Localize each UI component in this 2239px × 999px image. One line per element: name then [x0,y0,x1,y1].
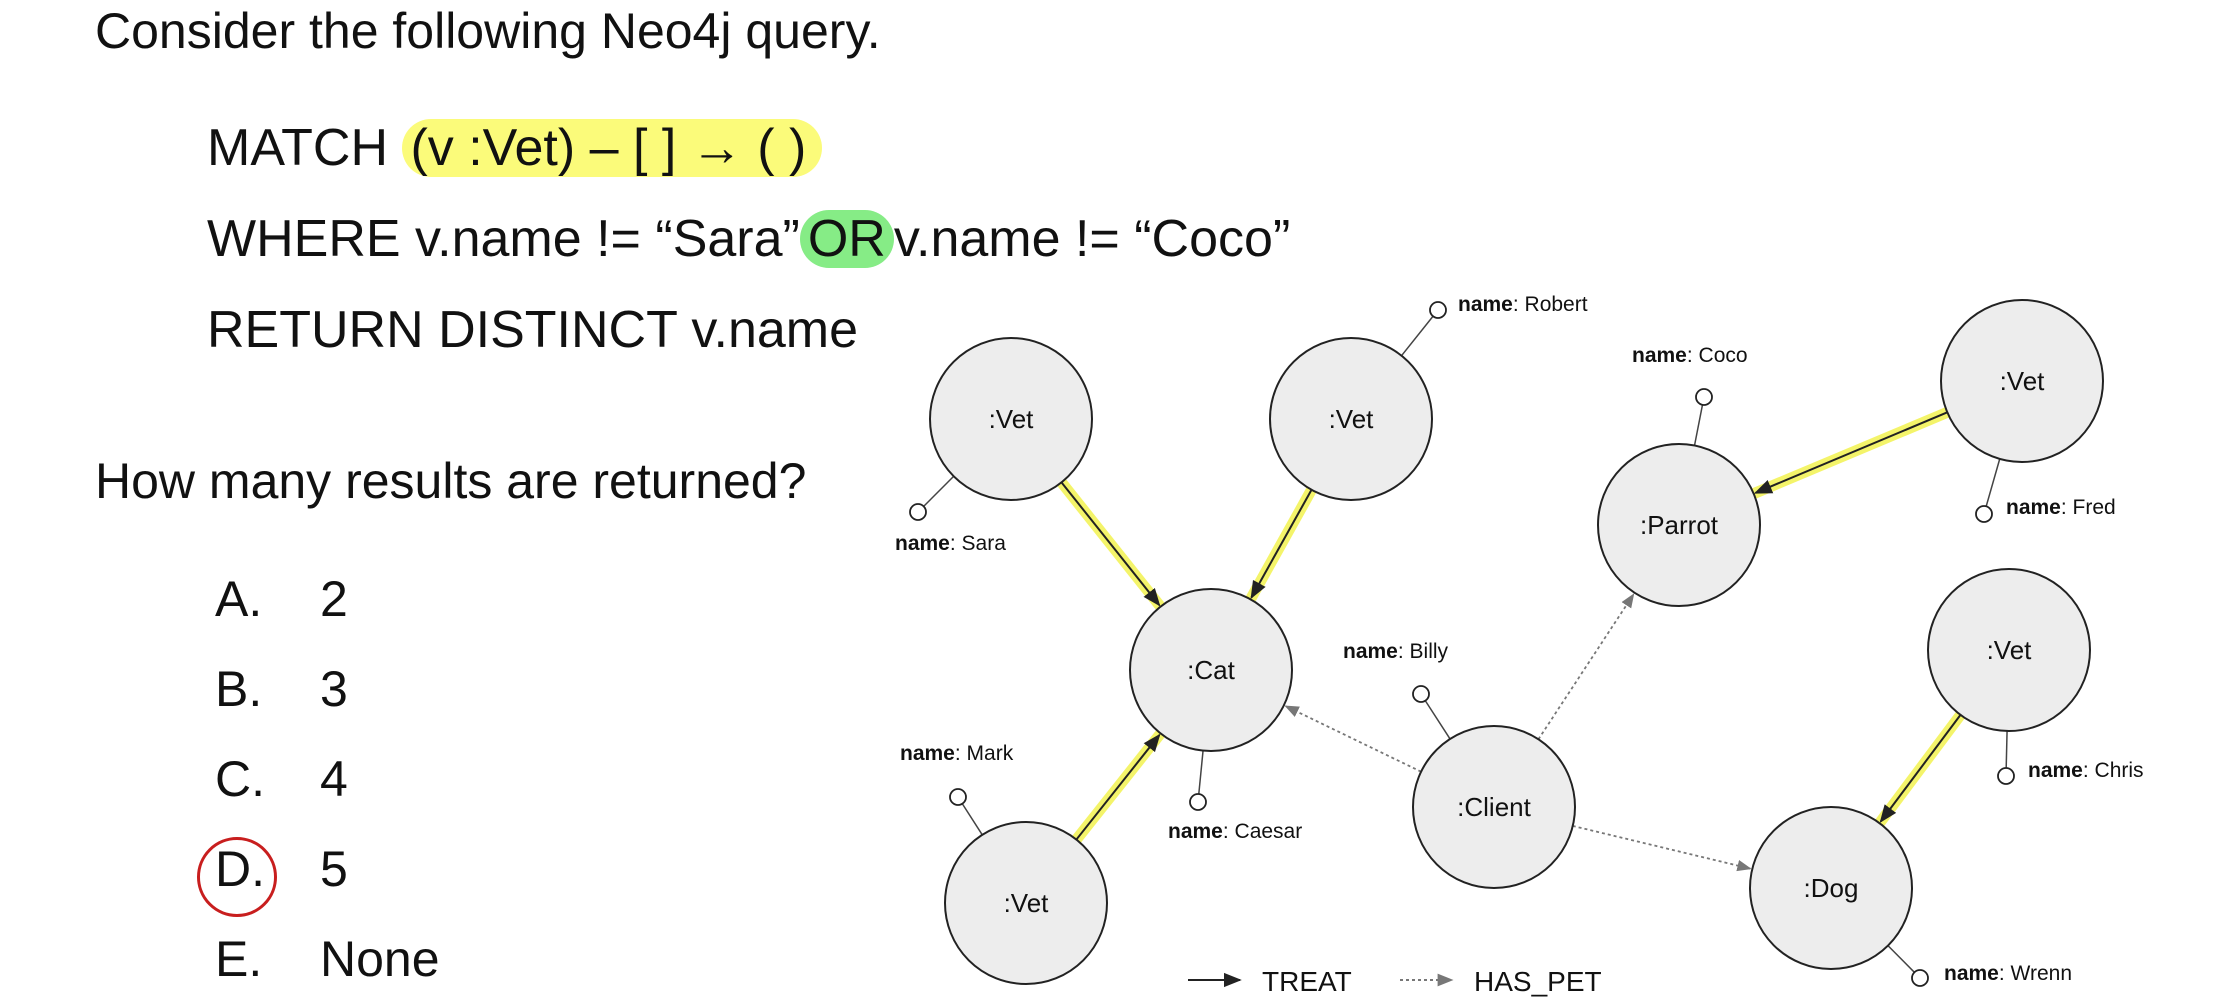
property-connector [961,803,983,836]
property-dot [1975,505,1993,523]
query-line-3: RETURN DISTINCT v.name [207,301,859,359]
option-value: 2 [320,571,348,627]
option-letter: E. [215,931,263,987]
node-label: :Client [1457,792,1531,822]
node-dog [1749,806,1913,970]
legend-treat-label: TREAT [1262,966,1352,997]
query-match-pattern: (v :Vet) – [ ] → ( ) [402,119,823,177]
property-label: name: Coco [1632,344,1748,367]
edge-vet3-cat [1075,733,1161,841]
node-cat [1129,588,1293,752]
property-value: : Fred [2061,496,2116,519]
property-key: name [1168,820,1223,843]
property-dot [1911,969,1929,987]
node-vet3 [944,821,1108,985]
option-value: 3 [320,661,348,717]
property-key: name [1343,640,1398,663]
node-vet5 [1927,568,2091,732]
option-value: 5 [320,841,348,897]
property-key: name [1458,293,1513,316]
edge-vet1-cat [1060,481,1161,607]
property-value: : Billy [1398,640,1449,663]
query-or-operator: OR [799,210,894,268]
property-connector [1424,700,1451,740]
property-connector [1198,750,1204,795]
node-label: :Parrot [1640,510,1719,540]
property-key: name [2006,496,2061,519]
node-vet4 [1940,299,2104,463]
property-dot [1997,767,2015,785]
property-dot [1429,301,1447,319]
property-label: name: Billy [1343,640,1449,663]
property-key: name [900,742,955,765]
selected-answer-circle [197,837,277,917]
property-connector [1985,458,2001,507]
property-connector [2005,730,2008,769]
option-value: 4 [320,751,348,807]
question-intro: Consider the following Neo4j query. [95,3,881,59]
option-letter: A. [215,571,263,627]
node-label: :Vet [1004,888,1050,918]
edge-client-parrot [1537,593,1635,740]
property-key: name [895,532,950,555]
option-letter: B. [215,661,263,717]
node-label: :Vet [2000,366,2046,396]
property-label: name: Chris [2028,759,2144,782]
property-dot [909,503,927,521]
property-label: name: Fred [2006,496,2116,519]
property-connector [1887,945,1915,973]
property-dot [949,788,967,806]
option-value: None [320,931,440,987]
property-connector [1693,404,1704,446]
property-value: : Chris [2083,759,2144,782]
property-label: name: Sara [895,532,1006,555]
property-value: : Sara [950,532,1006,555]
property-value: : Coco [1687,344,1748,367]
property-key: name [2028,759,2083,782]
node-vet1 [929,337,1093,501]
node-vet2 [1269,337,1433,501]
edge-vet4-parrot [1753,411,1948,494]
edge-vet2-cat [1250,489,1313,600]
property-label: name: Robert [1458,293,1588,316]
query-match-keyword: MATCH [207,119,389,177]
property-key: name [1944,962,1999,985]
node-label: :Vet [1987,635,2033,665]
edge-client-dog [1572,825,1752,872]
property-value: : Mark [955,742,1014,765]
question-prompt: How many results are returned? [95,453,807,509]
node-label: :Cat [1187,655,1235,685]
node-label: :Vet [1329,404,1375,434]
edge-client-cat [1284,705,1422,773]
option-letter: C. [215,751,265,807]
node-label: :Vet [989,404,1035,434]
property-value: : Wrenn [1999,962,2072,985]
option-letter: D. [215,841,265,897]
property-value: : Robert [1513,293,1588,316]
node-client [1412,725,1576,889]
query-line-1: MATCH (v :Vet) – [ ] → ( ) [207,118,823,178]
property-key: name [1632,344,1687,367]
property-connector [1400,315,1434,357]
property-dot [1695,388,1713,406]
property-label: name: Mark [900,742,1014,765]
property-connector [923,475,955,507]
query-where-clause-a: WHERE v.name != “Sara” [207,210,800,268]
edge-vet5-dog [1879,714,1962,823]
node-label: :Dog [1804,873,1859,903]
property-label: name: Wrenn [1944,962,2072,985]
property-dot [1189,793,1207,811]
property-dot [1412,685,1430,703]
legend-has-pet-label: HAS_PET [1474,966,1602,997]
node-parrot [1597,443,1761,607]
query-where-clause-b: v.name != “Coco” [893,210,1291,268]
property-value: : Caesar [1223,820,1302,843]
property-label: name: Caesar [1168,820,1302,843]
